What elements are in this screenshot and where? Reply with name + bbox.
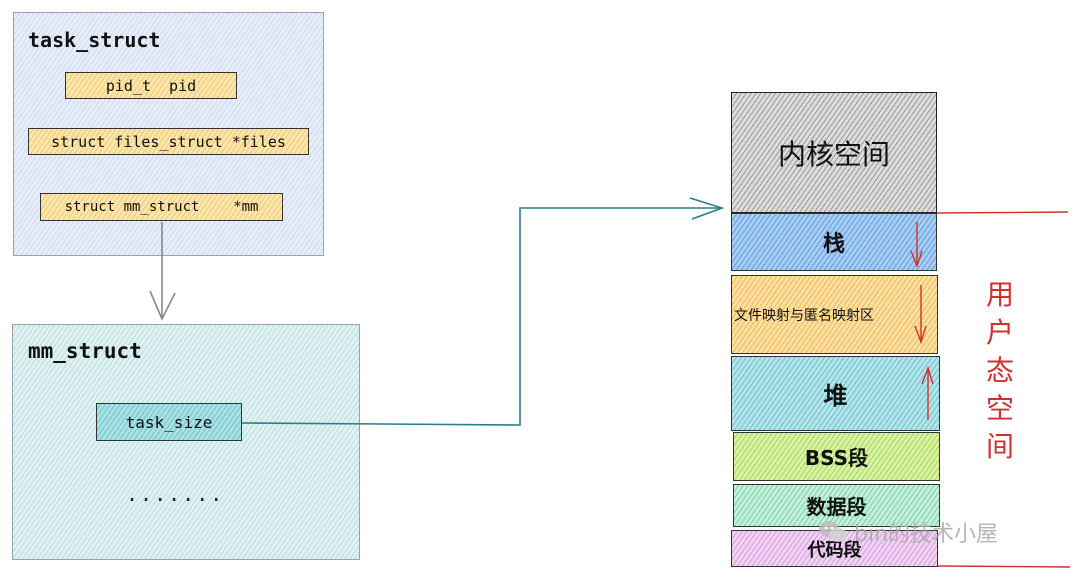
field-task-size: task_size — [96, 403, 242, 441]
user-space-char: 户 — [985, 316, 1014, 349]
segment-kernel: 内核空间 — [731, 92, 937, 213]
field-mm: struct mm_struct *mm — [40, 193, 283, 221]
segment-stack: 栈 — [731, 213, 937, 271]
segment-heap: 堆 — [731, 356, 940, 431]
task-size-arrow — [241, 197, 725, 426]
ellipsis: ....... — [126, 482, 225, 506]
mm-struct-box — [12, 324, 360, 560]
user-space-label: 用 户 态 空 间 — [980, 276, 1020, 466]
heap-up-arrow — [921, 365, 934, 420]
mmap-down-arrow — [914, 285, 927, 345]
task-struct-title: task_struct — [28, 28, 161, 52]
stack-down-arrow — [910, 222, 923, 269]
mm-struct-title: mm_struct — [28, 339, 142, 363]
field-files: struct files_struct *files — [28, 128, 309, 155]
field-pid: pid_t pid — [65, 72, 237, 99]
watermark: bin的技术小屋 — [818, 516, 998, 548]
user-space-char: 空 — [985, 392, 1014, 425]
user-space-boundary — [936, 211, 1071, 568]
segment-bss: BSS段 — [733, 432, 940, 481]
wechat-icon — [819, 521, 847, 542]
mm-pointer-arrow — [149, 222, 176, 321]
user-space-char: 用 — [985, 278, 1014, 311]
watermark-text: bin的技术小屋 — [854, 522, 999, 547]
segment-data: 数据段 — [733, 484, 940, 527]
user-space-char: 间 — [985, 430, 1014, 463]
segment-mmap: 文件映射与匿名映射区 — [731, 275, 938, 354]
user-space-char: 态 — [985, 354, 1014, 387]
